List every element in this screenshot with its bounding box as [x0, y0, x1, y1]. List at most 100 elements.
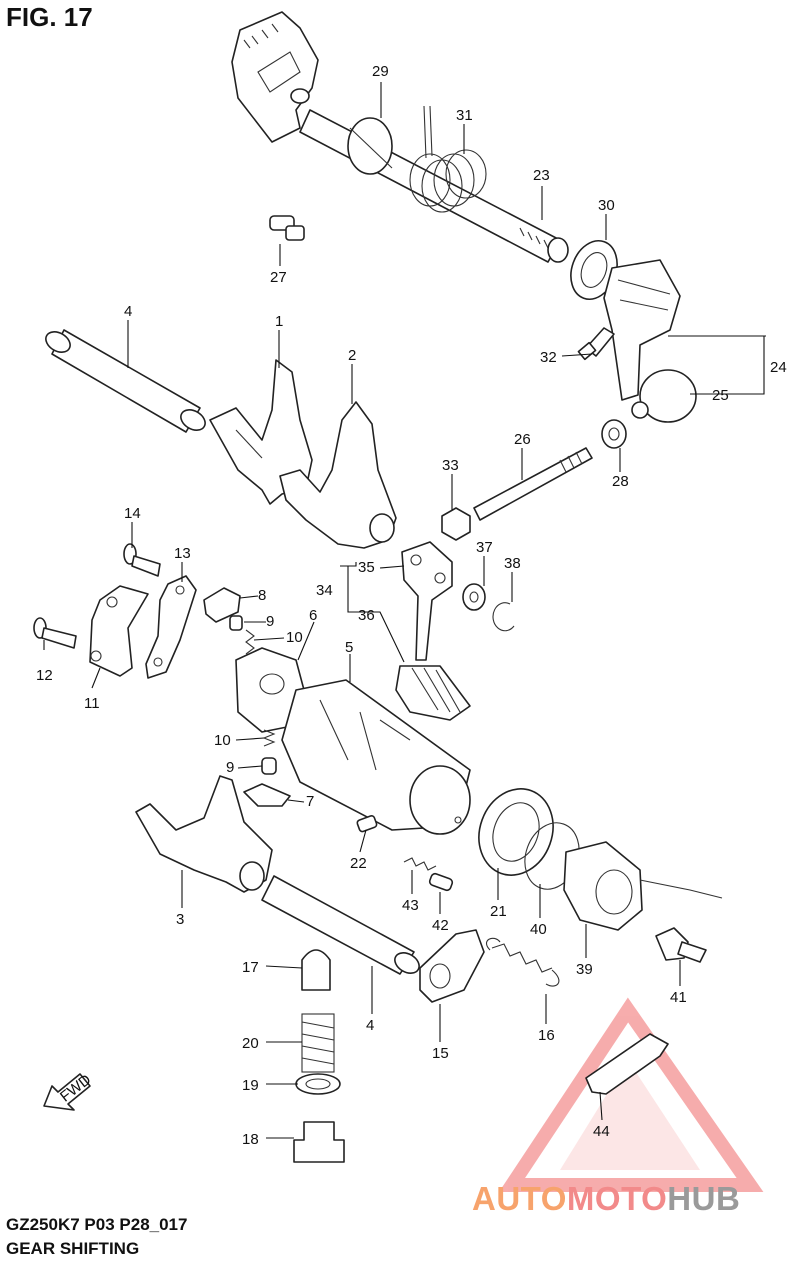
pin-27 [269, 215, 305, 241]
gasket-21 [478, 788, 554, 876]
callout-4-lower: 4 [366, 1017, 374, 1034]
stopper-plate-11 [89, 585, 149, 677]
callout-3: 3 [176, 911, 184, 928]
callout-19: 19 [242, 1077, 259, 1094]
callout-26: 26 [514, 431, 531, 448]
callout-1: 1 [275, 313, 283, 330]
plate-44 [585, 1033, 669, 1095]
callout-23: 23 [533, 167, 550, 184]
shaft-spring-31 [409, 105, 487, 213]
shaft-splines-23 [519, 227, 569, 263]
callout-18: 18 [242, 1131, 259, 1148]
callout-37: 37 [476, 539, 493, 556]
callout-13: 13 [174, 545, 191, 562]
callout-16: 16 [538, 1027, 555, 1044]
shift-fork-2 [279, 401, 397, 549]
callout-41: 41 [670, 989, 687, 1006]
shift-fork-3 [135, 775, 273, 893]
callout-21: 21 [490, 903, 507, 920]
shaft-26 [473, 447, 593, 521]
callout-9-upper: 9 [266, 613, 274, 630]
callout-42: 42 [432, 917, 449, 934]
screw-12 [33, 617, 77, 649]
callout-15: 15 [432, 1045, 449, 1062]
callout-32: 32 [540, 349, 557, 366]
callout-44: 44 [593, 1123, 610, 1140]
callout-27: 27 [270, 269, 287, 286]
callout-5: 5 [345, 639, 353, 656]
nut-33 [441, 507, 471, 541]
callout-12: 12 [36, 667, 53, 684]
callout-24: 24 [770, 359, 787, 376]
roller-36 [395, 665, 471, 721]
plug-18 [293, 1121, 345, 1163]
callout-43: 43 [402, 897, 419, 914]
callout-40: 40 [530, 921, 547, 938]
screw-14 [123, 543, 161, 577]
callout-35: 35 [358, 559, 375, 576]
callout-4-upper: 4 [124, 303, 132, 320]
fork-shaft-4-lower [261, 875, 420, 975]
cam-plate-15 [419, 929, 485, 1003]
stopper-pin-17 [301, 949, 331, 991]
callout-29: 29 [372, 63, 389, 80]
callout-22: 22 [350, 855, 367, 872]
callout-30: 30 [598, 197, 615, 214]
callout-10-upper: 10 [286, 629, 303, 646]
spring-20 [301, 1013, 335, 1073]
watermark-hub: HUB [667, 1180, 741, 1217]
callout-10-lower: 10 [214, 732, 231, 749]
callout-2: 2 [348, 347, 356, 364]
pin-22 [356, 814, 378, 833]
figure-title: FIG. 17 [6, 2, 93, 32]
plate-13 [145, 575, 197, 679]
gearshift-arm-24 [603, 259, 697, 423]
cam-driven-lever-35 [401, 541, 453, 661]
callout-7: 7 [306, 793, 314, 810]
callout-17: 17 [242, 959, 259, 976]
callout-34: 34 [316, 582, 333, 599]
fwd-label: FWD [57, 1071, 95, 1106]
callout-14: 14 [124, 505, 141, 522]
pawl-8 [203, 587, 241, 623]
callout-39: 39 [576, 961, 593, 978]
leader-lines [43, 82, 766, 1139]
watermark-wordmark: AUTOMOTOHUB [472, 1180, 740, 1218]
gear-position-switch-39 [563, 841, 723, 931]
callout-36: 36 [358, 607, 375, 624]
pawl-7 [243, 783, 291, 807]
pin-9-lower [261, 757, 277, 775]
callout-38: 38 [504, 555, 521, 572]
fork-shaft-4-upper [45, 329, 206, 433]
watermark-moto: MOTO [566, 1180, 668, 1217]
callout-33: 33 [442, 457, 459, 474]
watermark-auto: AUTO [472, 1180, 567, 1217]
washer-19 [295, 1073, 341, 1095]
shift-fork-1 [209, 359, 313, 505]
spring-43 [403, 857, 437, 871]
callout-11: 11 [84, 695, 100, 712]
callout-31: 31 [456, 107, 473, 124]
circlip-38 [492, 602, 515, 632]
callout-8: 8 [258, 587, 266, 604]
pin-9-upper [229, 615, 243, 631]
bolt-41 [655, 927, 707, 963]
return-spring-16 [485, 937, 560, 987]
pin-42 [428, 872, 454, 892]
callout-25: 25 [712, 387, 729, 404]
washer-37 [462, 583, 486, 611]
figure-name: GEAR SHIFTING [6, 1239, 140, 1258]
figure-code: GZ250K7 P03 P28_017 [6, 1215, 188, 1234]
spring-10-lower [262, 729, 276, 747]
gearshift-cam-5 [281, 679, 471, 835]
callout-20: 20 [242, 1035, 259, 1052]
callout-28: 28 [612, 473, 629, 490]
callout-9-lower: 9 [226, 759, 234, 776]
spring-10-upper [245, 629, 255, 655]
watermark-logo-mark [498, 997, 764, 1192]
callout-6: 6 [309, 607, 317, 624]
collar-28 [601, 419, 627, 449]
fwd-arrow-icon: FWD [43, 1071, 95, 1111]
gearshift-shaft-29 [231, 11, 561, 263]
